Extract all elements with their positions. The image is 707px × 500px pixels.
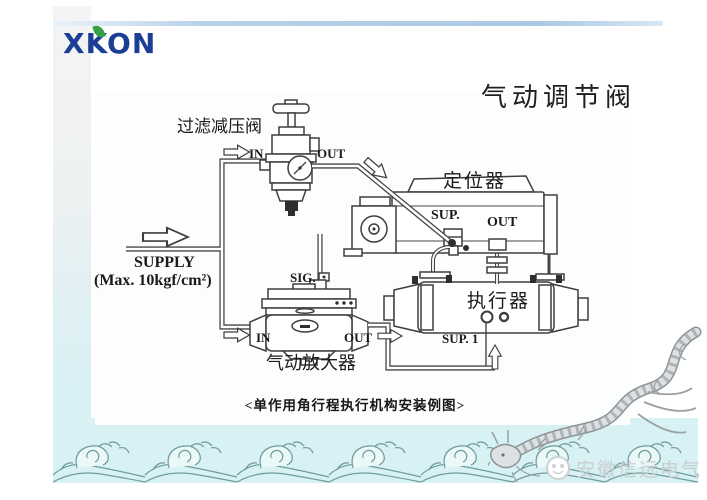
watermark-text: 安徽信远电气 (576, 460, 703, 481)
booster-out-port-label: OUT (344, 330, 373, 345)
header-divider (53, 21, 663, 26)
filter-regulator-drawing (259, 99, 320, 216)
dragon-illustration-icon (488, 326, 702, 482)
positioner-drawing (343, 175, 565, 284)
supply-pressure-label: (Max. 10kgf/cm²) (94, 272, 212, 289)
positioner-sup-port-label: SUP. (431, 208, 460, 223)
actuator-drawing (383, 281, 589, 334)
actuator-sup1-port-label: SUP. 1 (442, 331, 479, 346)
company-logo: XKON (63, 27, 157, 60)
diagram-caption: <单作用角行程执行机构安装例图> (244, 398, 466, 413)
booster-drawing (249, 272, 369, 366)
positioner-out-port-label: OUT (487, 215, 518, 230)
diagram-background (95, 93, 630, 425)
wechat-icon (546, 456, 570, 480)
supply-pipes (126, 158, 323, 330)
booster-sig-port-label: SIG. (290, 270, 316, 285)
booster-in-port-label: IN (256, 330, 271, 345)
page-title: 气动调节阀 (481, 83, 637, 112)
booster-label: 气动放大器 (266, 353, 356, 373)
actuator-label: 执行器 (467, 291, 531, 312)
left-accent-strip (53, 6, 91, 418)
filter-regulator-label: 过滤减压阀 (177, 117, 262, 136)
positioner-label: 定位器 (443, 171, 507, 192)
supply-label: SUPPLY (134, 254, 195, 271)
regulator-out-port-label: OUT (317, 146, 346, 161)
signal-pipes (312, 163, 495, 371)
regulator-in-port-label: IN (249, 146, 264, 161)
